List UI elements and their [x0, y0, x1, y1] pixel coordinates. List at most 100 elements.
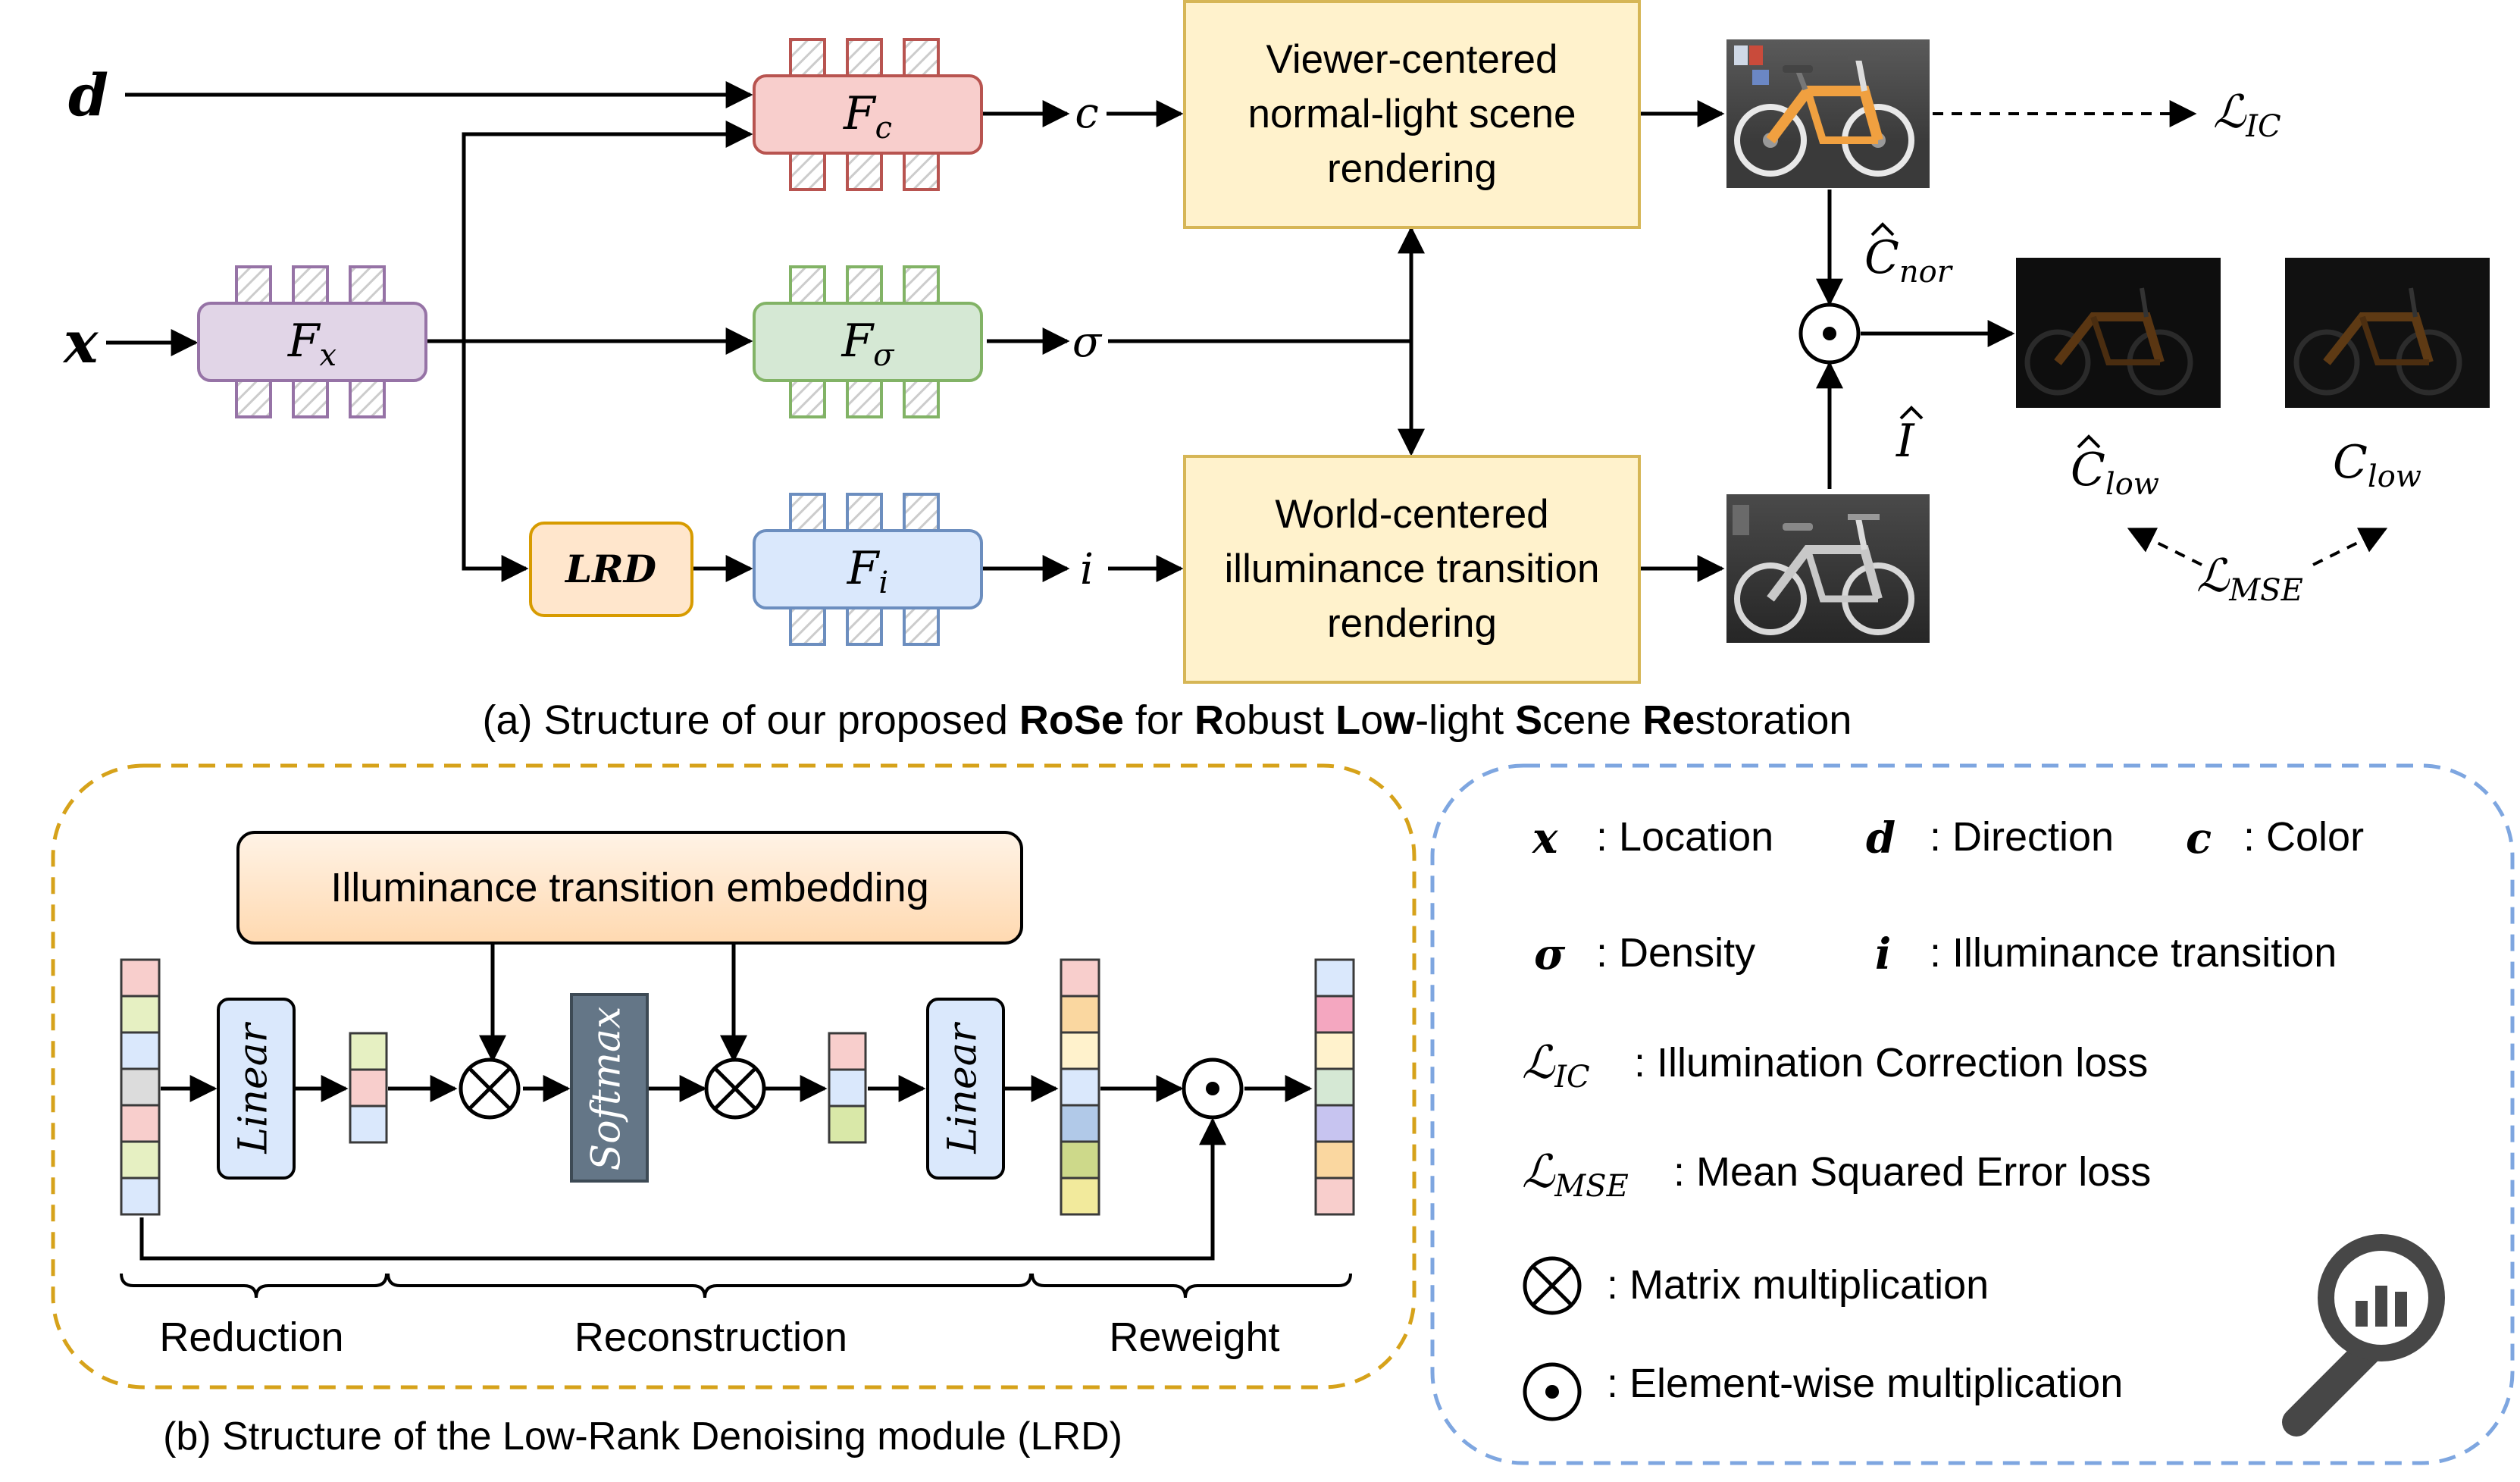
- legend-d-symbol: d: [1866, 813, 1895, 863]
- ground-truth-low-light-image: [2285, 258, 2490, 408]
- softmax-label: Softmax: [584, 1007, 630, 1171]
- world-render-line2: illuminance transition: [1225, 547, 1600, 591]
- fi-label: Fi: [847, 542, 888, 600]
- predicted-low-light-image: [2016, 258, 2221, 408]
- world-render-box: [1183, 455, 1641, 684]
- legend-sigma-symbol: σ: [1534, 929, 1566, 979]
- svg-text:I: I: [1895, 415, 1915, 468]
- search-chart-icon: [2282, 1234, 2445, 1437]
- fc-bottom-units: [789, 152, 940, 191]
- input-d-label: d: [68, 61, 108, 129]
- viewer-render-line2: normal-light scene: [1247, 92, 1576, 136]
- fc-box: [753, 74, 983, 155]
- c-low-hat-label: Clow: [2071, 434, 2159, 502]
- caption-a-part: w: [1382, 697, 1416, 743]
- world-render-line3: rendering: [1327, 601, 1497, 646]
- fx-label: Fx: [287, 315, 337, 373]
- illuminance-embedding-label: Illuminance transition embedding: [330, 865, 928, 910]
- caption-a-part: for: [1124, 697, 1194, 743]
- fx-bottom-units: [235, 379, 386, 418]
- caption-a-part: S: [1515, 697, 1542, 743]
- panel-b: Illuminance transition embedding: [51, 763, 1417, 1459]
- c-nor-hat-label: Cnor: [1864, 222, 1954, 290]
- input-x-label: x: [62, 309, 99, 376]
- mlp-fx-block: Fx: [197, 265, 427, 418]
- output-sigma-label: σ: [1072, 318, 1103, 367]
- fi-box: [753, 529, 983, 609]
- matmul-icon-1: [459, 1057, 521, 1120]
- fi-top-units: [789, 493, 940, 532]
- reconstructed-small-vector: [828, 1032, 867, 1144]
- svg-text:Clow: Clow: [2071, 443, 2159, 502]
- legend-loss-ic-text: : Illumination Correction loss: [1634, 1040, 2148, 1086]
- legend-matmul-text: : Matrix multiplication: [1607, 1262, 1989, 1308]
- caption-a-part: R: [1194, 697, 1224, 743]
- fi-bottom-units: [789, 606, 940, 646]
- legend-sigma-text: : Density: [1596, 930, 1755, 976]
- linear-layer-1: [217, 998, 296, 1180]
- legend-i-text: : Illuminance transition: [1930, 930, 2337, 976]
- fsigma-bottom-units: [789, 379, 940, 418]
- linear-2-label: Linear: [941, 1021, 986, 1154]
- input-feature-vector: [120, 958, 161, 1216]
- panel-b-caption: (b) Structure of the Low-Rank Denoising …: [163, 1415, 1122, 1459]
- caption-a-part: o: [1360, 697, 1383, 743]
- dashed-loss-arrows: [1933, 100, 2388, 566]
- illuminance-map-image: [1726, 494, 1930, 643]
- fx-top-units: [235, 265, 386, 305]
- panel-a: d x: [62, 0, 2490, 743]
- world-render-line1: World-centered: [1275, 492, 1548, 537]
- illuminance-embedding-box: [236, 831, 1023, 945]
- output-i-label: i: [1080, 545, 1094, 594]
- lrd-label: LRD: [564, 547, 656, 591]
- caption-a-part: -light: [1415, 697, 1515, 743]
- elementwise-dot: [1823, 327, 1836, 340]
- caption-a-part: (a) Structure of our proposed: [483, 697, 1019, 743]
- legend-elementwise-icon: [1523, 1362, 1582, 1421]
- stage-reconstruction-label: Reconstruction: [574, 1314, 847, 1360]
- caption-a-part: cene: [1542, 697, 1642, 743]
- viewer-render-box: [1183, 0, 1641, 229]
- loss-mse-label: ℒMSE: [2196, 550, 2303, 608]
- fsigma-top-units: [789, 265, 940, 305]
- legend-loss-ic-symbol: ℒIC: [1522, 1036, 1590, 1095]
- viewer-render-line1: Viewer-centered: [1266, 37, 1558, 82]
- panel-a-caption: (a) Structure of our proposed RoSe for R…: [483, 697, 1852, 743]
- caption-a-part: RoSe: [1019, 697, 1124, 743]
- output-feature-vector: [1314, 958, 1355, 1216]
- output-c-label: c: [1075, 89, 1098, 138]
- lrd-box: [529, 522, 693, 617]
- mlp-fsigma-block: Fσ: [753, 265, 983, 418]
- caption-a-part: storation: [1695, 697, 1852, 743]
- linear-1-label: Linear: [231, 1021, 277, 1154]
- legend-x-text: : Location: [1596, 814, 1773, 860]
- fx-box: [197, 302, 427, 382]
- svg-text:Cnor: Cnor: [1864, 231, 1954, 290]
- c-low-label: Clow: [2333, 436, 2421, 494]
- legend-c-symbol: c: [2186, 813, 2212, 863]
- legend-matmul-icon: [1523, 1256, 1582, 1315]
- linear-layer-2: [926, 998, 1005, 1180]
- stage-braces: [120, 1273, 1352, 1299]
- legend-panel: x : Location d : Direction c : Color σ :…: [1430, 763, 2515, 1465]
- legend-i-symbol: i: [1875, 929, 1891, 979]
- connector-lines: [106, 81, 2015, 582]
- i-hat-label: I: [1895, 406, 1924, 468]
- legend-loss-mse-symbol: ℒMSE: [1522, 1145, 1629, 1204]
- loss-ic-label: ℒIC: [2213, 86, 2281, 144]
- legend-c-text: : Color: [2243, 814, 2364, 860]
- stage-reweight-label: Reweight: [1109, 1314, 1279, 1360]
- caption-a-part: Re: [1642, 697, 1695, 743]
- lrd-connectors: [139, 943, 1313, 1261]
- mlp-fi-block: Fi: [753, 493, 983, 646]
- legend-d-text: : Direction: [1930, 814, 2114, 860]
- normal-light-bike-image: [1726, 39, 1930, 188]
- fc-top-units: [789, 38, 940, 77]
- caption-a-part: obust: [1224, 697, 1335, 743]
- mlp-fc-block: Fc: [753, 38, 983, 191]
- expanded-feature-vector: [1060, 958, 1100, 1216]
- fsigma-box: [753, 302, 983, 382]
- panel-b-border: [51, 763, 1417, 1390]
- legend-loss-mse-text: : Mean Squared Error loss: [1673, 1149, 2151, 1195]
